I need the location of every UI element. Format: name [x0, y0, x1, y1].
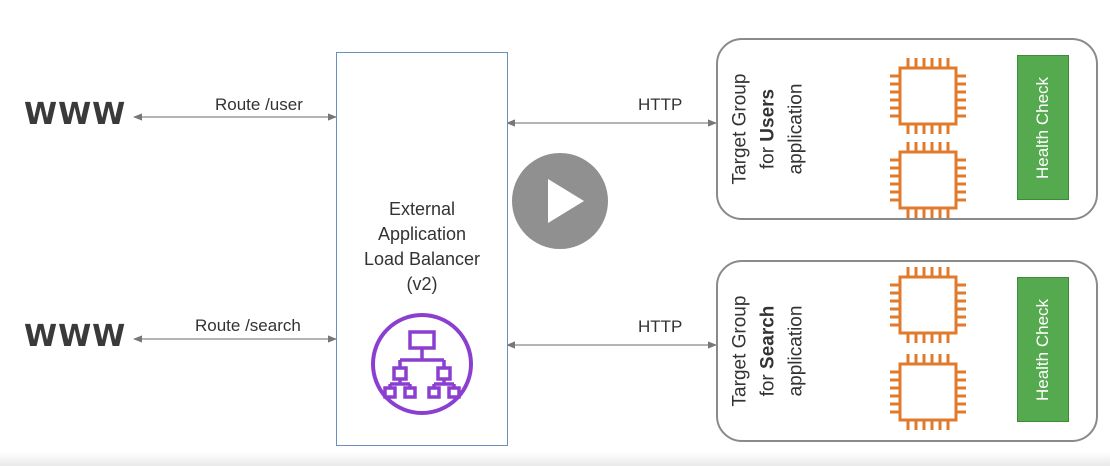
bottom-edge-shadow: [0, 452, 1110, 466]
lb-line-1: External: [388, 199, 456, 219]
target-group-users-label-wrap: Target Group for Users application: [688, 74, 848, 185]
ec2-instance-icon: [890, 58, 966, 134]
target-group-search-label: Target Group for Search application: [729, 295, 806, 407]
ec2-instance-icon: [890, 354, 966, 430]
www-client-user: WWW: [24, 97, 127, 132]
video-play-button[interactable]: [512, 153, 608, 249]
route-user-label: Route /user: [215, 95, 303, 114]
ec2-instance-icon: [890, 142, 966, 218]
health-check-search-label: Health Check: [1033, 298, 1052, 401]
health-check-search: Health Check: [1017, 277, 1069, 422]
target-group-search-label-wrap: Target Group for Search application: [688, 296, 848, 407]
www-client-search: WWW: [24, 319, 127, 354]
load-balancer-label: External Application Load Balancer (v2): [336, 197, 508, 297]
load-balancer-box: [336, 52, 508, 446]
lb-line-2: Application: [377, 224, 467, 244]
health-check-users-label: Health Check: [1033, 76, 1052, 179]
alb-icon: [371, 313, 473, 415]
play-icon: [548, 179, 584, 223]
target-group-users-label: Target Group for Users application: [729, 73, 806, 185]
lb-line-3: Load Balancer: [363, 249, 481, 269]
health-check-users: Health Check: [1017, 55, 1069, 200]
lb-line-4: (v2): [406, 274, 438, 294]
http-label-search: HTTP: [638, 317, 683, 336]
ec2-instance-icon: [890, 267, 966, 343]
route-search-label: Route /search: [195, 316, 301, 335]
http-label-users: HTTP: [638, 95, 683, 114]
